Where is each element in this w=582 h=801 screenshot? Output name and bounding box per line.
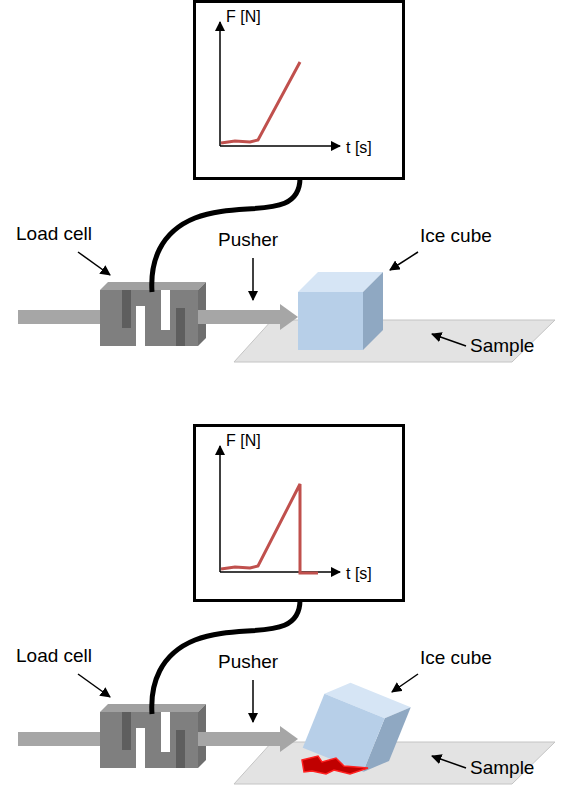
part-label: Pusher <box>218 230 278 251</box>
illustration-part <box>432 756 466 768</box>
part-label: Sample <box>470 758 534 779</box>
ice-cube <box>298 272 383 350</box>
axis-label: t [s] <box>346 565 372 583</box>
force-curve <box>221 62 300 143</box>
illustration-part <box>252 258 254 300</box>
axis-label: F [N] <box>226 432 261 450</box>
illustration-part <box>392 674 418 692</box>
part-label: Pusher <box>218 652 278 673</box>
illustration-part <box>390 252 418 270</box>
leaders <box>78 252 466 768</box>
cable <box>152 178 300 292</box>
rig <box>18 704 555 784</box>
illustration-part <box>220 145 340 147</box>
part-label: Sample <box>470 336 534 357</box>
illustration-part <box>78 674 110 697</box>
cable <box>152 600 300 714</box>
illustration-part <box>219 446 221 572</box>
part-label: Ice cube <box>420 648 492 669</box>
part-label: Load cell <box>16 646 92 667</box>
axis-label: F [N] <box>226 8 261 26</box>
illustration-part <box>18 446 555 784</box>
axis-label: t [s] <box>346 139 372 157</box>
rig <box>18 282 555 362</box>
chart-axes <box>220 22 340 146</box>
chart-frame: F [N] t [s] <box>193 0 405 180</box>
illustration-part <box>219 22 221 146</box>
illustration-part <box>78 252 110 275</box>
fracture <box>302 756 368 774</box>
force-curve <box>221 484 318 573</box>
part-label: Load cell <box>16 224 92 245</box>
part-label: Ice cube <box>420 226 492 247</box>
chart-frame: F [N] t [s] <box>193 424 405 602</box>
illustration-part <box>220 571 340 573</box>
illustration-part <box>432 334 466 346</box>
chart-axes <box>220 446 340 572</box>
illustration-part <box>252 680 254 722</box>
